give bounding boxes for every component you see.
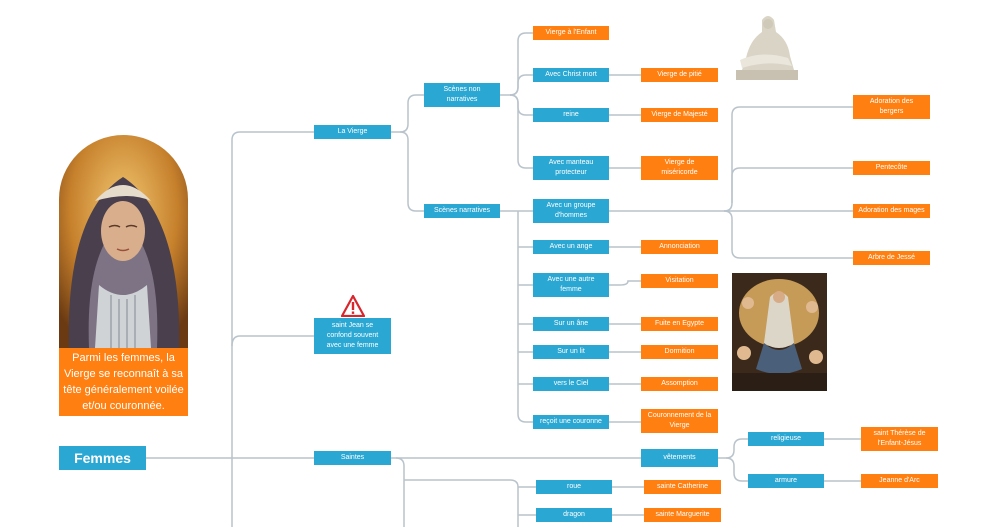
node-reine[interactable]: reine [533,108,609,122]
node-recoit-une-couronne[interactable]: reçoit une couronne [533,415,609,429]
node-roue[interactable]: roue [536,480,612,494]
node-vetements[interactable]: vêtements [641,449,718,467]
node-jeanne-d-arc[interactable]: Jeanne d'Arc [861,474,938,488]
node-dormition[interactable]: Dormition [641,345,718,359]
node-adoration-des-mages[interactable]: Adoration des mages [853,204,930,218]
node-vers-le-ciel[interactable]: vers le Ciel [533,377,609,391]
node-vierge-de-pitie[interactable]: Vierge de pitié [641,68,718,82]
node-sur-un-lit[interactable]: Sur un lit [533,345,609,359]
node-sainte-catherine[interactable]: sainte Catherine [644,480,721,494]
madonna-image [59,135,188,348]
node-dragon[interactable]: dragon [536,508,612,522]
node-avec-un-ange[interactable]: Avec un ange [533,240,609,254]
root-node-femmes[interactable]: Femmes [59,446,146,470]
node-la-vierge[interactable]: La Vierge [314,125,391,139]
node-religieuse[interactable]: religieuse [748,432,824,446]
node-adoration-des-bergers[interactable]: Adoration des bergers [853,95,930,119]
node-avec-christ-mort[interactable]: Avec Christ mort [533,68,609,82]
node-sainte-therese[interactable]: saint Thérèse de l'Enfant-Jésus [861,427,938,451]
assumption-painting-image [732,273,827,391]
node-annonciation[interactable]: Annonciation [641,240,718,254]
node-scenes-non-narratives[interactable]: Scènes non narratives [424,83,500,107]
node-visitation[interactable]: Visitation [641,274,718,288]
node-pentecote[interactable]: Pentecôte [853,161,930,175]
node-sainte-marguerite[interactable]: sainte Marguerite [644,508,721,522]
node-scenes-narratives[interactable]: Scènes narratives [424,204,500,218]
node-assomption[interactable]: Assomption [641,377,718,391]
node-avec-une-autre-femme[interactable]: Avec une autre femme [533,273,609,297]
node-armure[interactable]: armure [748,474,824,488]
madonna-caption: Parmi les femmes, la Vierge se reconnaît… [59,348,188,416]
pieta-image [732,10,803,82]
node-couronnement-de-la-vierge[interactable]: Couronnement de la Vierge [641,409,718,433]
node-fuite-en-egypte[interactable]: Fuite en Egypte [641,317,718,331]
warning-icon [340,294,366,318]
node-saintes[interactable]: Saintes [314,451,391,465]
node-saint-jean[interactable]: saint Jean se confond souvent avec une f… [314,318,391,354]
node-arbre-de-jesse[interactable]: Arbre de Jessé [853,251,930,265]
node-vierge-a-l-enfant[interactable]: Vierge à l'Enfant [533,26,609,40]
node-sur-un-ane[interactable]: Sur un âne [533,317,609,331]
node-vierge-de-misericorde[interactable]: Vierge de miséricorde [641,156,718,180]
node-avec-un-groupe-d-hommes[interactable]: Avec un groupe d'hommes [533,199,609,223]
node-vierge-de-majeste[interactable]: Vierge de Majesté [641,108,718,122]
node-avec-manteau-protecteur[interactable]: Avec manteau protecteur [533,156,609,180]
